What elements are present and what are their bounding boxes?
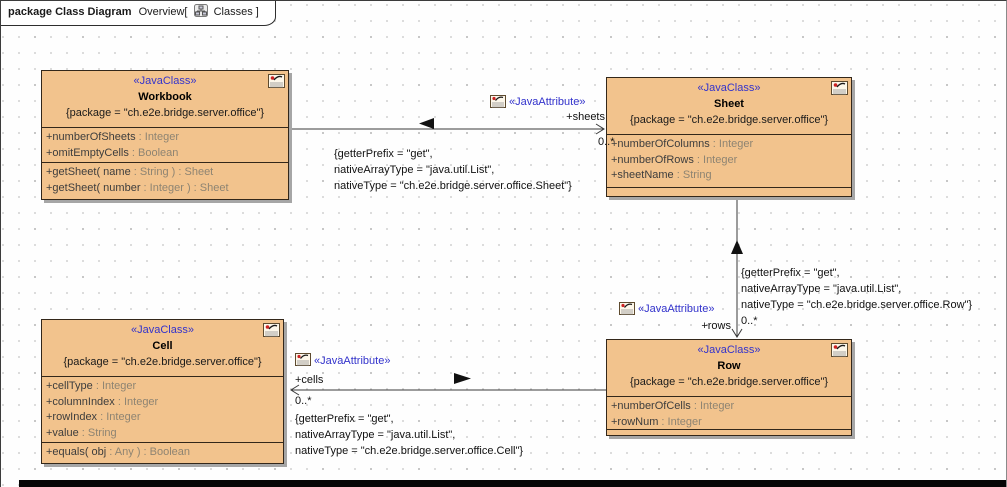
class-header: «JavaClass» Row {package = "ch.e2e.bridg… — [607, 340, 851, 396]
attribute-row[interactable]: +numberOfCells : Integer — [611, 399, 847, 415]
class-header: «JavaClass» Sheet {package = "ch.e2e.bri… — [607, 78, 851, 134]
java-class-icon — [268, 74, 285, 91]
java-class-icon — [831, 343, 848, 360]
java-attribute-icon — [490, 95, 506, 111]
java-class-icon — [263, 323, 280, 340]
diagram-context-label: Classes ] — [214, 6, 259, 18]
class-package: {package = "ch.e2e.bridge.server.office"… — [607, 374, 851, 390]
class-diagram-icon — [194, 4, 208, 20]
class-row[interactable]: «JavaClass» Row {package = "ch.e2e.bridg… — [606, 339, 852, 436]
direction-arrow-icon — [454, 373, 471, 384]
attribute-row[interactable]: +rowNum : Integer — [611, 415, 847, 431]
java-attribute-icon — [295, 353, 311, 369]
attribute-row[interactable]: +columnIndex : Integer — [46, 395, 279, 411]
stereotype-label: «JavaClass» — [607, 81, 851, 96]
diagram-frame-tab[interactable]: package Class Diagram Overview[ Classes … — [1, 1, 276, 26]
association-row-cells[interactable] — [291, 373, 606, 395]
attributes-compartment: +numberOfColumns : Integer +numberOfRows… — [607, 134, 851, 187]
direction-arrow-icon — [419, 118, 434, 129]
class-workbook[interactable]: «JavaClass» Workbook {package = "ch.e2e.… — [41, 70, 289, 200]
attribute-row[interactable]: +numberOfRows : Integer — [611, 153, 847, 169]
window-bottom-edge — [19, 480, 1006, 487]
diagram-type-label: package Class Diagram — [8, 6, 132, 18]
attributes-compartment: +numberOfSheets : Integer +omitEmptyCell… — [42, 127, 288, 162]
attribute-row[interactable]: +value : String — [46, 426, 279, 442]
class-package: {package = "ch.e2e.bridge.server.office"… — [42, 105, 288, 121]
operations-compartment — [607, 429, 851, 438]
multiplicity-label-cells[interactable]: 0..* — [295, 395, 312, 407]
attribute-row[interactable]: +cellType : Integer — [46, 379, 279, 395]
operation-row[interactable]: +equals( obj : Any ) : Boolean — [46, 445, 279, 461]
attribute-row[interactable]: +omitEmptyCells : Boolean — [46, 146, 284, 162]
class-name: Workbook — [42, 89, 288, 105]
attributes-compartment: +numberOfCells : Integer +rowNum : Integ… — [607, 396, 851, 429]
attribute-row[interactable]: +rowIndex : Integer — [46, 410, 279, 426]
multiplicity-label-rows[interactable]: 0..* — [741, 315, 758, 327]
class-cell[interactable]: «JavaClass» Cell {package = "ch.e2e.brid… — [41, 319, 284, 464]
multiplicity-label-sheets[interactable]: 0..* — [598, 136, 615, 148]
role-label-cells[interactable]: +cells — [295, 374, 323, 386]
role-label-rows[interactable]: +rows — [677, 320, 731, 332]
class-header: «JavaClass» Workbook {package = "ch.e2e.… — [42, 71, 288, 127]
stereotype-label: «JavaClass» — [42, 74, 288, 89]
attribute-row[interactable]: +sheetName : String — [611, 168, 847, 184]
class-name: Row — [607, 358, 851, 374]
operations-compartment: +getSheet( name : String ) : Sheet +getS… — [42, 162, 288, 202]
operations-compartment — [607, 187, 851, 199]
class-sheet[interactable]: «JavaClass» Sheet {package = "ch.e2e.bri… — [606, 77, 852, 197]
operations-compartment: +equals( obj : Any ) : Boolean — [42, 442, 283, 466]
java-attribute-icon — [619, 302, 635, 318]
stereotype-label: «JavaClass» — [42, 323, 283, 338]
diagram-name-label: Overview[ — [139, 6, 188, 18]
java-class-icon — [831, 81, 848, 98]
constraint-note-rows[interactable]: {getterPrefix = "get", nativeArrayType =… — [741, 265, 972, 313]
class-package: {package = "ch.e2e.bridge.server.office"… — [42, 354, 283, 370]
class-name: Sheet — [607, 96, 851, 112]
class-name: Cell — [42, 338, 283, 354]
association-stereotype-label[interactable]: «JavaAttribute» — [509, 96, 585, 108]
operation-row[interactable]: +getSheet( number : Integer ) : Sheet — [46, 181, 284, 197]
association-stereotype-label[interactable]: «JavaAttribute» — [638, 303, 714, 315]
stereotype-label: «JavaClass» — [607, 343, 851, 358]
class-package: {package = "ch.e2e.bridge.server.office"… — [607, 112, 851, 128]
role-label-sheets[interactable]: +sheets — [541, 111, 605, 123]
attribute-row[interactable]: +numberOfSheets : Integer — [46, 130, 284, 146]
direction-arrow-icon — [731, 240, 743, 254]
constraint-note-sheets[interactable]: {getterPrefix = "get", nativeArrayType =… — [334, 146, 572, 194]
attributes-compartment: +cellType : Integer +columnIndex : Integ… — [42, 376, 283, 442]
association-stereotype-label[interactable]: «JavaAttribute» — [314, 355, 390, 367]
attribute-row[interactable]: +numberOfColumns : Integer — [611, 137, 847, 153]
operation-row[interactable]: +getSheet( name : String ) : Sheet — [46, 165, 284, 181]
class-header: «JavaClass» Cell {package = "ch.e2e.brid… — [42, 320, 283, 376]
constraint-note-cells[interactable]: {getterPrefix = "get", nativeArrayType =… — [295, 411, 523, 459]
